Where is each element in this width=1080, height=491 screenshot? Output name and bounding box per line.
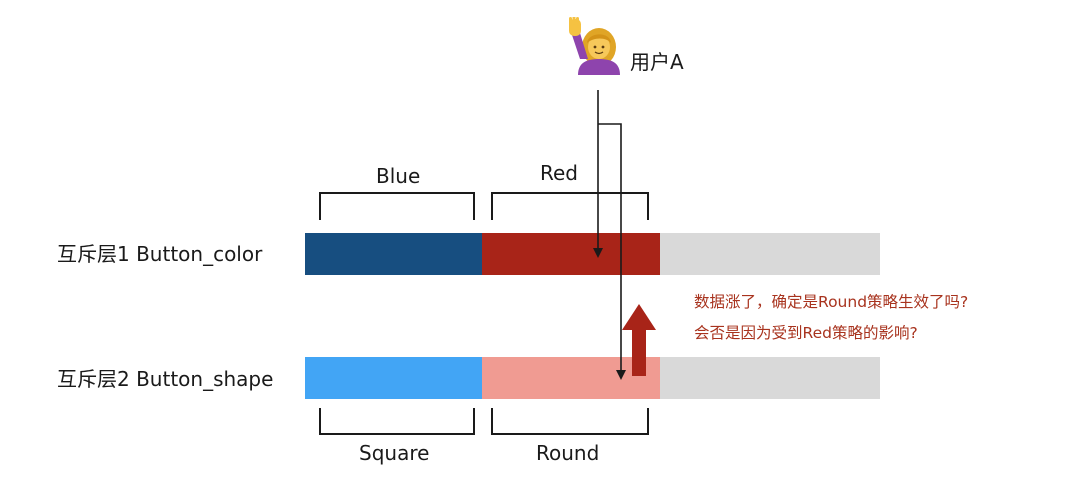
user-name: 用户A: [630, 50, 684, 74]
group-label-square: Square: [359, 441, 430, 465]
annotation-line-2: 会否是因为受到Red策略的影响?: [694, 324, 918, 342]
group-label-round: Round: [536, 441, 600, 465]
annotation-line-1: 数据涨了，确定是Round策略生效了吗?: [694, 293, 969, 311]
influence-arrow-head: [622, 304, 656, 330]
layer2-segment-round: [482, 357, 660, 399]
bracket-blue: [319, 192, 475, 220]
layer2-segment-square: [305, 357, 482, 399]
bracket-round: [491, 408, 649, 435]
layer1-segment-red: [482, 233, 660, 275]
group-label-blue: Blue: [376, 164, 421, 188]
bracket-square: [319, 408, 475, 435]
layer1-segment-blue: [305, 233, 482, 275]
layer2-label: 互斥层2 Button_shape: [57, 367, 274, 391]
layer1-label: 互斥层1 Button_color: [57, 242, 263, 266]
layer1-segment-remainder: [660, 233, 880, 275]
group-label-red: Red: [540, 161, 578, 185]
bracket-red: [491, 192, 649, 220]
person-raising-hand-icon: [566, 16, 624, 75]
layer2-segment-remainder: [660, 357, 880, 399]
